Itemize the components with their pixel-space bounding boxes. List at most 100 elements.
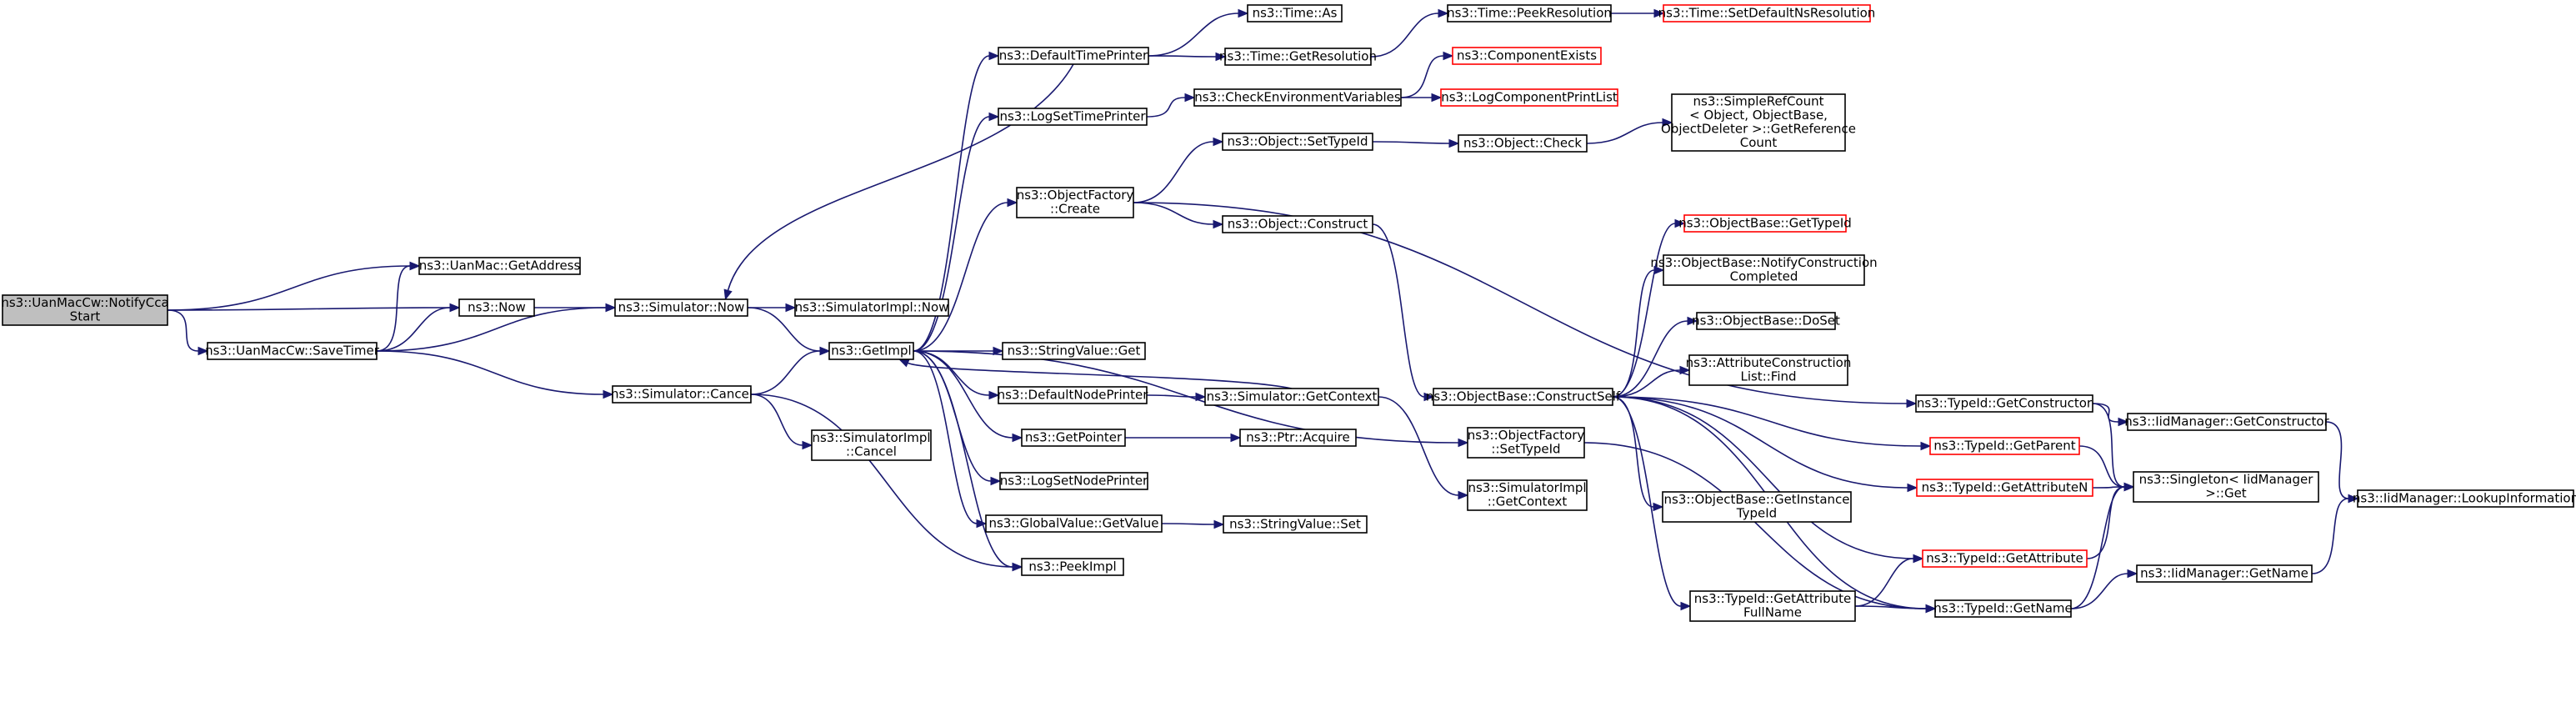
node-box [1467, 479, 1588, 511]
node-box [458, 298, 535, 317]
graph-nodes: ns3::UanMacCw::NotifyCcaStartns3::UanMac… [1, 4, 2576, 622]
node-savetimer[interactable]: ns3::UanMacCw::SaveTimer [205, 342, 380, 360]
graph-edges [167, 8, 2359, 614]
node-box [811, 429, 932, 461]
node-box [1021, 558, 1124, 576]
edge-arrowhead [802, 440, 813, 450]
node-iidmgrlookup[interactable]: ns3::IidManager::LookupInformation [2353, 489, 2576, 508]
node-label: ns3::ObjectBase::NotifyConstruction [1650, 255, 1877, 270]
edge-logsettimeprinter-to-checkenv [1146, 93, 1196, 118]
node-label: ns3::ObjectBase::GetInstance [1664, 492, 1850, 507]
node-iidmgrgetname[interactable]: ns3::IidManager::GetName [2136, 564, 2313, 583]
node-objsettypeid[interactable]: ns3::Object::SetTypeId [1222, 133, 1373, 151]
edge-line [1612, 269, 1655, 398]
node-typeidgetname[interactable]: ns3::TypeId::GetName [1933, 599, 2073, 618]
node-typeidgetparent[interactable]: ns3::TypeId::GetParent [1929, 437, 2080, 455]
node-simimplnow[interactable]: ns3::SimulatorImpl::Now [794, 298, 949, 317]
node-label: ns3::Object::Check [1463, 135, 1582, 150]
edge-arrowhead [988, 51, 1000, 61]
edge-line [913, 202, 1008, 352]
node-getimpl[interactable]: ns3::GetImpl [828, 342, 914, 360]
node-box [1247, 4, 1343, 23]
node-iidmgrgetconstructor[interactable]: ns3::IidManager::GetConstructor [2124, 413, 2330, 431]
edge-line [1612, 223, 1676, 398]
node-objbasegettypeid[interactable]: ns3::ObjectBase::GetTypeId [1678, 214, 1852, 233]
node-timepeekres[interactable]: ns3::Time::PeekResolution [1447, 4, 1612, 23]
node-objbasedoset[interactable]: ns3::ObjectBase::DoSet [1692, 312, 1840, 330]
node-deftimeprinter[interactable]: ns3::DefaultTimePrinter [998, 47, 1149, 65]
node-box [828, 342, 914, 360]
node-logsetnodeprinter[interactable]: ns3::LogSetNodePrinter [999, 472, 1148, 490]
node-globalvalueget[interactable]: ns3::GlobalValue::GetValue [985, 514, 1163, 533]
node-timesetdefns[interactable]: ns3::Time::SetDefaultNsResolution [1658, 4, 1876, 23]
edge-typeidgetattr-to-singletonget [2086, 482, 2135, 559]
node-box [1452, 47, 1602, 65]
edge-simgetcontext-to-simimplgetcontext [1378, 396, 1469, 500]
node-simplerefcount[interactable]: ns3::SimpleRefCount< Object, ObjectBase,… [1661, 93, 1856, 152]
node-typeidgetconstructor[interactable]: ns3::TypeId::GetConstructor [1915, 394, 2093, 413]
edge-arrowhead [1238, 8, 1249, 18]
edge-objbaseconstructself-to-typeidgetattrn [1612, 396, 1918, 493]
node-label: ns3::DefaultNodePrinter [998, 387, 1149, 402]
node-typeidgetattr[interactable]: ns3::TypeId::GetAttribute [1922, 549, 2088, 568]
node-stringvalueget[interactable]: ns3::StringValue::Get [1002, 342, 1146, 360]
node-box [1929, 437, 2080, 455]
edge-arrowhead [1920, 441, 1932, 451]
node-objconstruct[interactable]: ns3::Object::Construct [1222, 215, 1373, 233]
node-simimplgetcontext[interactable]: ns3::SimulatorImpl::GetContext [1467, 479, 1588, 511]
node-now[interactable]: ns3::Now [458, 298, 535, 317]
edge-simcancel-to-simimplcancel [750, 394, 813, 450]
node-getpointer[interactable]: ns3::GetPointer [1021, 429, 1126, 447]
node-stringvalueset[interactable]: ns3::StringValue::Set [1223, 515, 1368, 534]
node-box [1467, 427, 1585, 459]
node-label: ns3::UanMacCw::SaveTimer [205, 343, 380, 358]
node-timeas[interactable]: ns3::Time::As [1247, 4, 1343, 23]
edge-line [167, 307, 451, 311]
node-simcancel[interactable]: ns3::Simulator::Cancel [611, 385, 753, 404]
edge-line [1133, 141, 1214, 203]
node-logsettimeprinter[interactable]: ns3::LogSetTimePrinter [998, 108, 1148, 126]
node-objfactcreate[interactable]: ns3::ObjectFactory::Create [1016, 187, 1134, 218]
edge-line [913, 350, 1013, 568]
edge-line [907, 362, 1293, 389]
node-label: Start [70, 309, 101, 324]
node-getaddress[interactable]: ns3::UanMac::GetAddress [418, 257, 581, 275]
node-typeidgetattrn[interactable]: ns3::TypeId::GetAttributeN [1916, 479, 2093, 497]
node-label: ns3::Time::PeekResolution [1447, 5, 1612, 20]
node-box [1663, 254, 1865, 286]
node-timegetres[interactable]: ns3::Time::GetResolution [1219, 48, 1377, 66]
node-objbasenotify[interactable]: ns3::ObjectBase::NotifyConstructionCompl… [1650, 254, 1878, 286]
node-objbaseconstructself[interactable]: ns3::ObjectBase::ConstructSelf [1426, 388, 1621, 406]
node-peekimpl[interactable]: ns3::PeekImpl [1021, 558, 1124, 576]
node-simnow[interactable]: ns3::Simulator::Now [614, 298, 748, 317]
node-checkenv[interactable]: ns3::CheckEnvironmentVariables [1193, 88, 1402, 107]
node-singletonget[interactable]: ns3::Singleton< IidManager >::Get [2133, 471, 2319, 503]
node-label: ns3::Time::GetResolution [1219, 48, 1377, 63]
node-simgetcontext[interactable]: ns3::Simulator::GetContext [1204, 388, 1379, 406]
edge-defnodeprinter-to-simgetcontext [1146, 392, 1207, 402]
node-label: ns3::Simulator::Now [618, 299, 745, 314]
node-logcompprint[interactable]: ns3::LogComponentPrintList [1440, 88, 1618, 107]
node-compexists[interactable]: ns3::ComponentExists [1452, 47, 1602, 65]
node-objfactsettypeid[interactable]: ns3::ObjectFactory::SetTypeId [1467, 427, 1585, 459]
edge-arrowhead [2118, 417, 2129, 427]
edge-arrowhead [785, 303, 797, 313]
node-defnodeprinter[interactable]: ns3::DefaultNodePrinter [998, 386, 1149, 404]
edge-objconstruct-to-objbaseconstructself [1372, 223, 1435, 402]
node-label: ns3::LogSetTimePrinter [999, 108, 1146, 123]
edge-arrowhead [990, 476, 1002, 486]
node-label: ns3::SimpleRefCount [1693, 94, 1824, 109]
node-simimplcancel[interactable]: ns3::SimulatorImpl::Cancel [811, 429, 932, 461]
edge-line [1400, 55, 1444, 98]
node-ptracquire[interactable]: ns3::Ptr::Acquire [1239, 429, 1357, 447]
edge-arrowhead [1423, 392, 1435, 402]
edge-getimpl-to-globalvalueget [913, 350, 988, 529]
node-objcheck[interactable]: ns3::Object::Check [1458, 134, 1588, 153]
edge-timepeekres-to-timesetdefns [1611, 8, 1665, 18]
node-label: ns3::Singleton< IidManager [2139, 472, 2314, 487]
edge-arrowhead [1680, 601, 1692, 611]
